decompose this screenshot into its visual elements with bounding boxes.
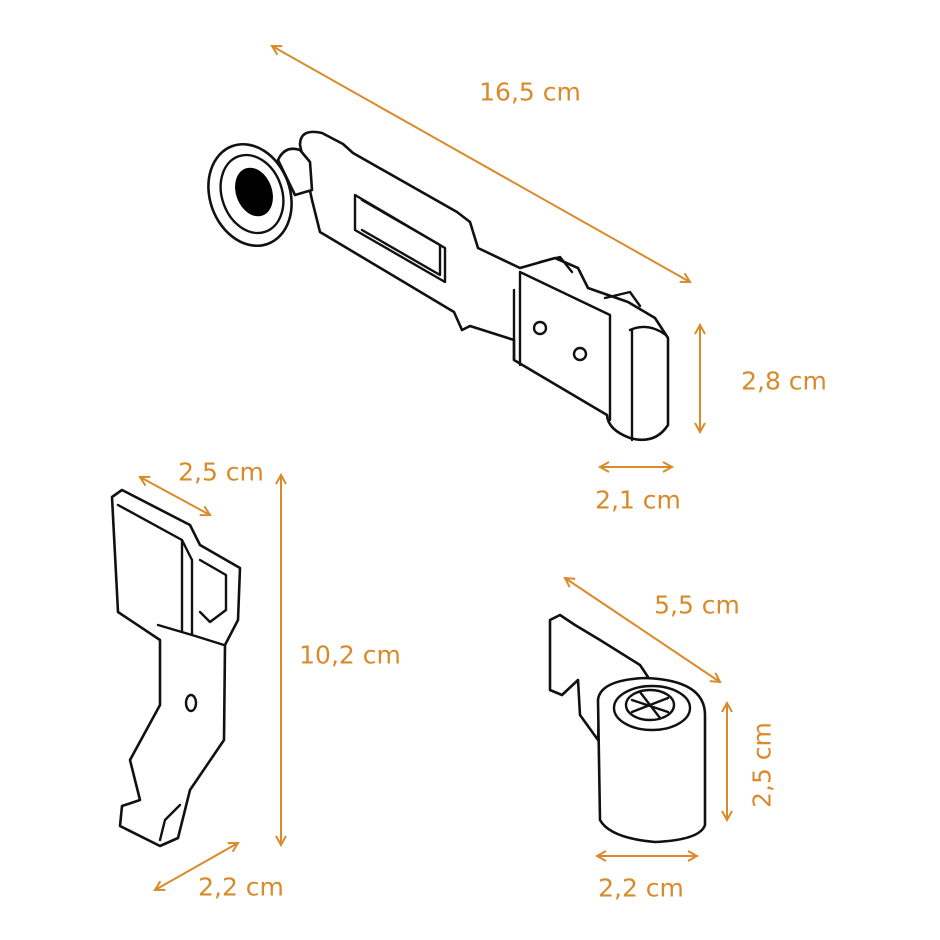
- arrow-depth-2-2: [155, 843, 238, 890]
- dimension-label-depth: 2,2 cm: [198, 872, 284, 902]
- dimension-label-height: 2,5 cm: [747, 722, 777, 808]
- dimension-label-height: 2,8 cm: [741, 366, 827, 396]
- arrow-width-2-5: [140, 477, 210, 515]
- dimension-label-width: 2,2 cm: [598, 873, 684, 903]
- arrow-length-16-5: [272, 46, 690, 282]
- dimension-label-width: 2,5 cm: [178, 457, 264, 487]
- side-bracket-drawing: [110, 488, 242, 848]
- pivot-clip-drawing: [548, 613, 707, 844]
- arrow-length-5-5: [565, 578, 720, 682]
- roller-bracket-drawing: [207, 130, 670, 442]
- dimension-label-length: 5,5 cm: [654, 590, 740, 620]
- dimension-label-length: 16,5 cm: [479, 77, 581, 107]
- dimension-label-height: 10,2 cm: [299, 640, 401, 670]
- dimension-arrows: [140, 46, 727, 890]
- dimension-label-width: 2,1 cm: [595, 485, 681, 515]
